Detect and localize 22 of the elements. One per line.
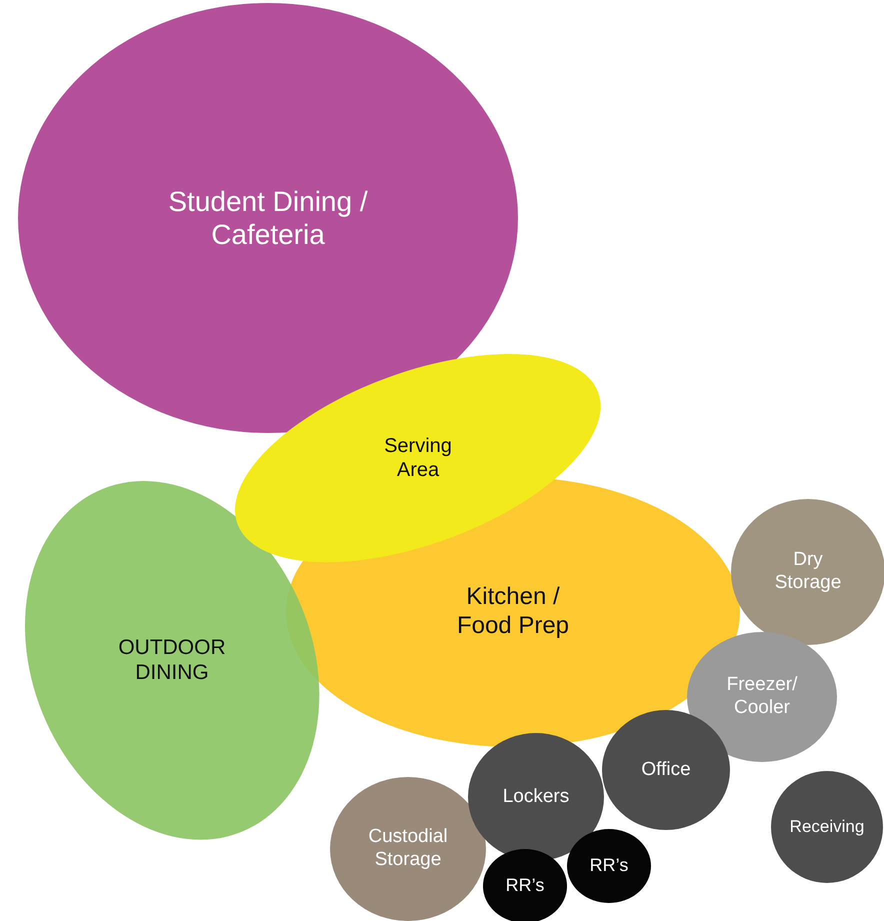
room-label: Office — [640, 758, 692, 782]
room-bubble — [687, 632, 837, 762]
room-bubble — [602, 710, 730, 830]
room-label: Dry Storage — [774, 549, 842, 595]
room-label: RR’s — [588, 855, 630, 877]
room-bubble — [235, 354, 601, 562]
room-bubble — [567, 829, 651, 903]
room-bubble — [24, 480, 320, 840]
room-label: Receiving — [788, 817, 866, 838]
room-label: Kitchen / Food Prep — [456, 583, 570, 641]
room-label: Lockers — [502, 786, 570, 808]
room-label: RR’s — [504, 875, 546, 897]
room-label: Serving Area — [383, 434, 453, 482]
room-bubble — [771, 771, 883, 883]
room-label: Student Dining / Cafeteria — [167, 184, 369, 252]
room-bubble — [330, 777, 486, 921]
room-bubble — [731, 499, 884, 645]
room-bubble — [18, 3, 518, 433]
room-label: Freezer/ Cooler — [726, 674, 798, 720]
room-label: OUTDOOR DINING — [117, 634, 227, 686]
room-bubble — [483, 849, 567, 921]
room-label: Custodial Storage — [367, 826, 449, 872]
